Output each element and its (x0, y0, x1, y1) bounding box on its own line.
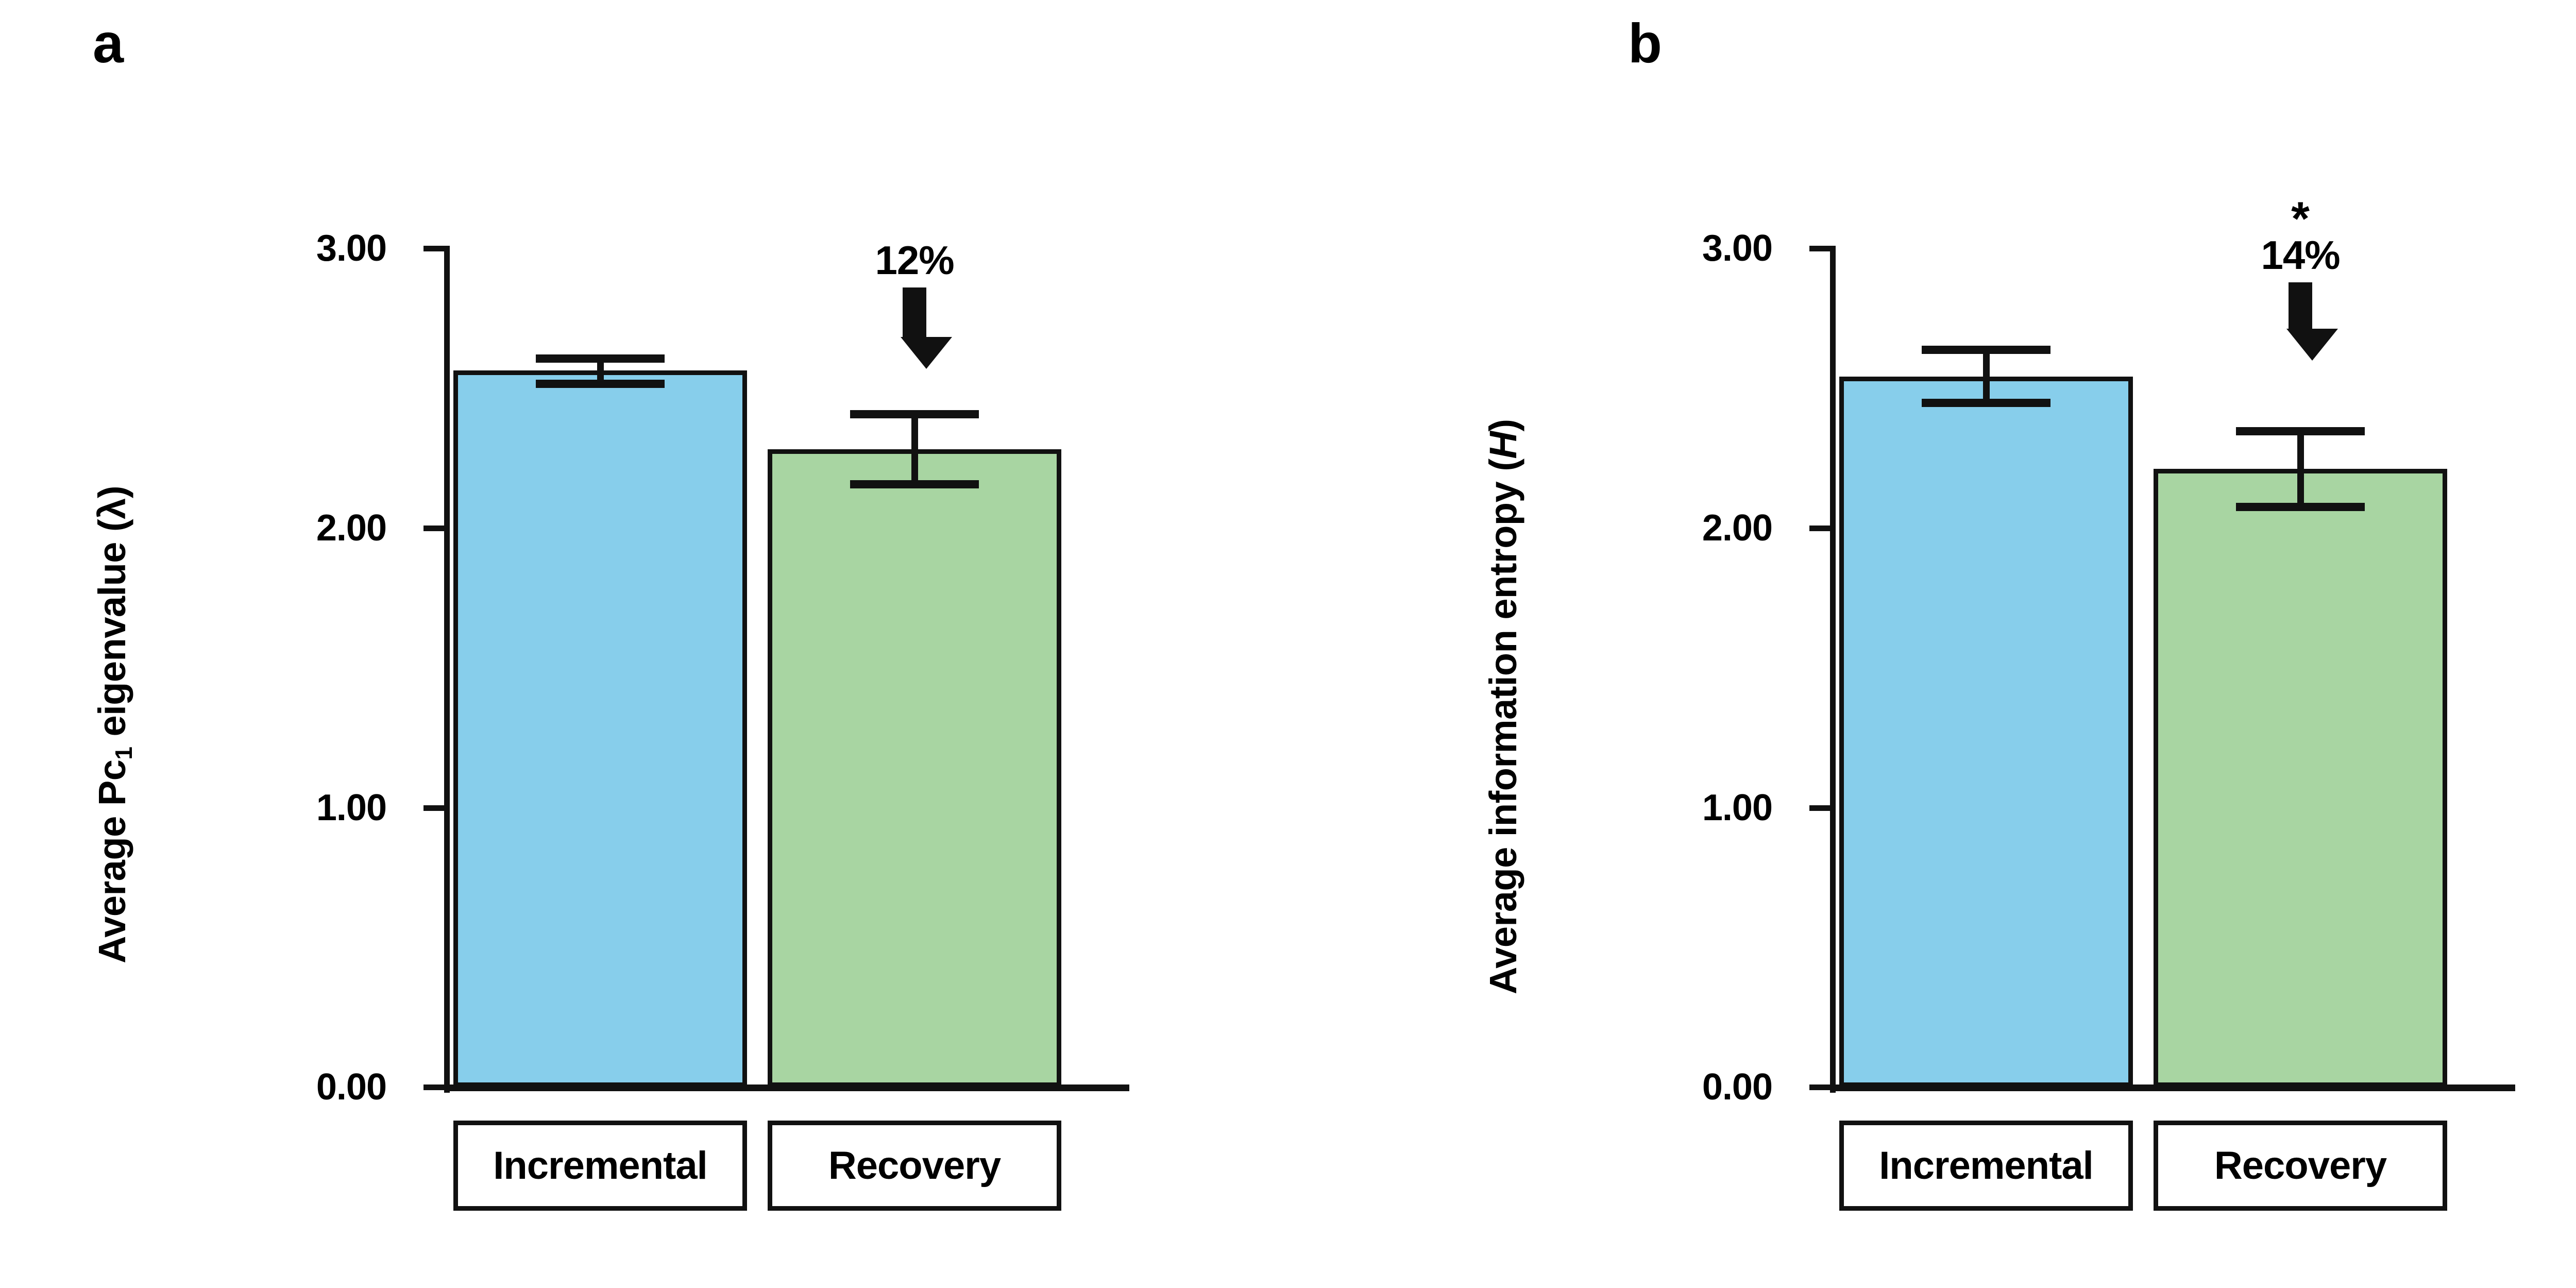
y-label-text-b-prefix: Average information entropy ( (1482, 459, 1524, 994)
y-tick-label-a-2: 2.00 (316, 507, 387, 549)
category-box-a-recovery[interactable]: Recovery (768, 1121, 1061, 1211)
y-label-subscript-a: 1 (110, 747, 137, 760)
panel-a-y-axis-label: Average Pc1 eigenvalue (λ) (90, 486, 138, 963)
category-label-a-recovery: Recovery (828, 1143, 1001, 1188)
error-stem (1983, 346, 1990, 407)
y-tick-label-b-3: 3.00 (1702, 228, 1773, 269)
y-tick-label-b-2: 2.00 (1702, 507, 1773, 549)
y-label-italic-b: H (1482, 431, 1524, 459)
down-arrow-icon-b (2286, 282, 2338, 361)
bar-b-incremental[interactable] (1839, 377, 2133, 1087)
annotation-a: 12% (835, 211, 994, 369)
y-tick-b-3 (1809, 246, 1831, 251)
y-tick-b-1 (1809, 805, 1831, 811)
y-tick-b-2 (1809, 526, 1831, 531)
y-tick-a-0 (423, 1084, 445, 1090)
percent-change-label-b: 14% (2261, 232, 2340, 278)
y-tick-label-a-3: 3.00 (316, 228, 387, 269)
error-stem (2297, 427, 2304, 511)
significance-star-b: * (2291, 193, 2310, 245)
y-tick-label-b-1: 1.00 (1702, 787, 1773, 828)
down-arrow-icon-a (901, 287, 952, 369)
percent-change-label-a: 12% (875, 238, 954, 283)
category-label-a-incremental: Incremental (493, 1143, 708, 1188)
y-label-text-a-suffix: eigenvalue (λ) (91, 486, 133, 747)
error-bar-b-recovery (2236, 427, 2365, 519)
error-cap-lower (1922, 399, 2050, 407)
category-label-b-recovery: Recovery (2214, 1143, 2387, 1188)
error-bar-a-incremental (536, 354, 665, 391)
category-label-b-incremental: Incremental (1879, 1143, 2094, 1188)
panel-a: a Average Pc1 eigenvalue (λ) 3.00 2.00 1… (90, 12, 1129, 1211)
y-tick-a-2 (423, 526, 445, 531)
y-tick-b-0 (1809, 1084, 1831, 1090)
panel-a-letter: a (93, 12, 124, 74)
error-bar-b-incremental (1922, 346, 2050, 415)
significance-star-a (835, 211, 994, 240)
y-tick-label-a-1: 1.00 (316, 787, 387, 828)
y-label-text-a-prefix: Average Pc (91, 759, 133, 963)
y-axis-line-a (444, 246, 450, 1093)
bar-b-recovery[interactable] (2154, 469, 2447, 1087)
y-tick-label-a-0: 0.00 (316, 1066, 387, 1108)
error-cap-lower (536, 380, 665, 388)
panel-b-y-axis-label: Average information entropy (H) (1481, 419, 1525, 994)
bar-a-incremental[interactable] (453, 370, 747, 1087)
y-axis-line-b (1830, 246, 1836, 1093)
panel-b-letter: b (1628, 12, 1662, 74)
error-bar-a-recovery (850, 410, 979, 497)
annotation-b: * 14% (2221, 193, 2380, 361)
y-label-text-b-suffix: ) (1482, 419, 1524, 432)
category-box-b-incremental[interactable]: Incremental (1839, 1121, 2133, 1211)
error-cap-lower (2236, 503, 2365, 511)
y-tick-label-b-0: 0.00 (1702, 1066, 1773, 1108)
error-stem (597, 354, 604, 388)
panel-b: b Average information entropy (H) 3.00 2… (1350, 0, 2576, 1288)
error-stem (911, 410, 918, 488)
bar-a-recovery[interactable] (768, 449, 1061, 1087)
error-cap-lower (850, 480, 979, 488)
y-tick-a-3 (423, 246, 445, 251)
category-box-a-incremental[interactable]: Incremental (453, 1121, 747, 1211)
category-box-b-recovery[interactable]: Recovery (2154, 1121, 2447, 1211)
y-tick-a-1 (423, 805, 445, 811)
